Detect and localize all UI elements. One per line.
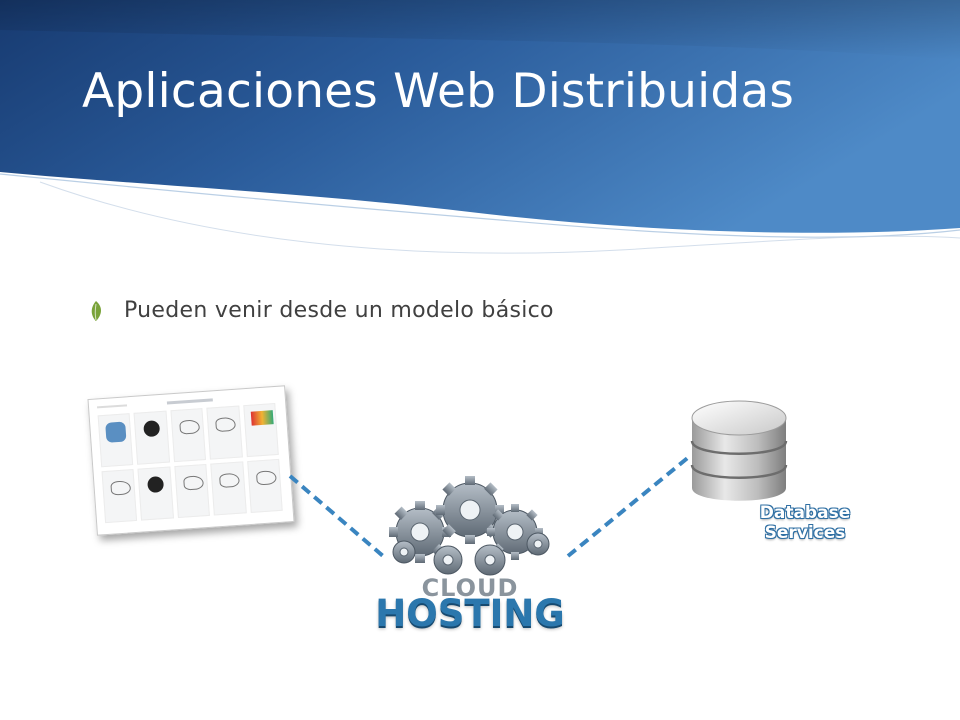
database-cylinder-icon	[690, 400, 788, 501]
slide-title: Aplicaciones Web Distribuidas	[82, 64, 795, 119]
connector-cloud-database	[566, 454, 692, 558]
connector-client-cloud	[288, 474, 385, 558]
database-services-label: Database Services	[740, 503, 870, 543]
bullet-text: Pueden venir desde un modelo básico	[124, 298, 554, 323]
gear-icon	[474, 544, 506, 576]
gear-icon	[526, 532, 550, 556]
hosting-label: HOSTING	[375, 592, 565, 635]
bullet-item: Pueden venir desde un modelo básico	[88, 298, 554, 323]
gear-icon	[436, 476, 504, 544]
cloud-label: CLOUD	[421, 574, 519, 602]
gear-icon	[433, 545, 463, 575]
gears-cloud-icon	[389, 476, 550, 576]
leaf-bullet-icon	[91, 300, 102, 321]
gear-icon	[392, 540, 416, 564]
database-label-line1: Database	[759, 503, 851, 523]
database-label-line2: Services	[764, 523, 846, 543]
